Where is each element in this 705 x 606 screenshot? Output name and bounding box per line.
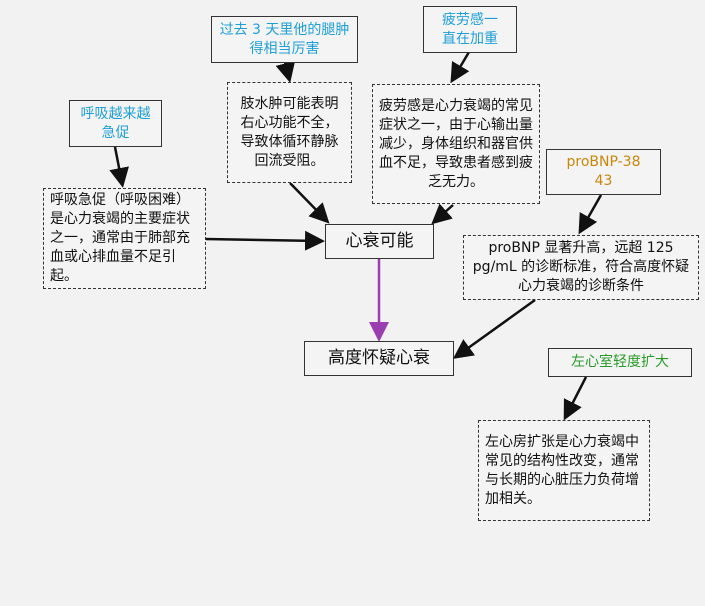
explanation-text: proBNP 显著升高，远超 125 pg/mL 的诊断标准，符合高度怀疑心力衰… [472,240,690,294]
explanation-edema: 肢水肿可能表明右心功能不全，导致体循环静脉回流受阻。 [227,82,352,183]
conclusion-possible: 心衰可能 [325,224,434,259]
observation-text: proBNP-3843 [566,154,641,189]
explanation-lv: 左心房扩张是心力衰竭中常见的结构性改变，通常与长期的心脏压力负荷增加相关。 [478,420,650,521]
arrow-edema-obs [275,61,296,83]
arrow-lv-obs [563,376,588,421]
observation-text: 左心室轻度扩大 [571,354,669,370]
observation-fatigue: 疲劳感一直在加重 [423,6,517,53]
arrow-probnp-exp [452,298,536,359]
explanation-breathing: 呼吸急促（呼吸困难）是心力衰竭的主要症状之一，通常由于肺部充血或心排血量不足引起… [43,188,206,289]
conclusion-text: 心衰可能 [345,231,414,251]
conclusion-suspected: 高度怀疑心衰 [304,341,454,376]
observation-edema: 过去 3 天里他的腿肿得相当厉害 [211,16,358,63]
conclusion-text: 高度怀疑心衰 [328,348,430,368]
observation-lv: 左心室轻度扩大 [548,348,692,377]
observation-breathing: 呼吸越来越急促 [69,100,162,147]
arrow-probnp-obs [578,194,603,235]
arrow-breathing-obs [109,146,129,188]
observation-text: 呼吸越来越急促 [80,105,151,141]
explanation-text: 肢水肿可能表明右心功能不全，导致体循环静脉回流受阻。 [240,95,339,169]
explanation-text: 疲劳感是心力衰竭的常见症状之一，由于心输出量减少，身体组织和器官供血不足，导致患… [379,97,533,190]
explanation-text: 左心房扩张是心力衰竭中常见的结构性改变，通常与长期的心脏压力负荷增加相关。 [485,433,639,507]
observation-text: 疲劳感一直在加重 [442,11,498,47]
arrow-fatigue-obs [450,51,471,84]
observation-text: 过去 3 天里他的腿肿得相当厉害 [219,21,350,57]
arrow-edema-exp [289,182,330,224]
explanation-fatigue: 疲劳感是心力衰竭的常见症状之一，由于心输出量减少，身体组织和器官供血不足，导致患… [372,84,540,204]
explanation-text: 呼吸急促（呼吸困难）是心力衰竭的主要症状之一，通常由于肺部充血或心排血量不足引起… [50,192,190,284]
arrow-fatigue-exp [431,203,454,225]
arrow-breathing-exp [204,230,325,251]
explanation-probnp: proBNP 显著升高，远超 125 pg/mL 的诊断标准，符合高度怀疑心力衰… [463,235,699,300]
observation-probnp: proBNP-3843 [546,149,661,195]
